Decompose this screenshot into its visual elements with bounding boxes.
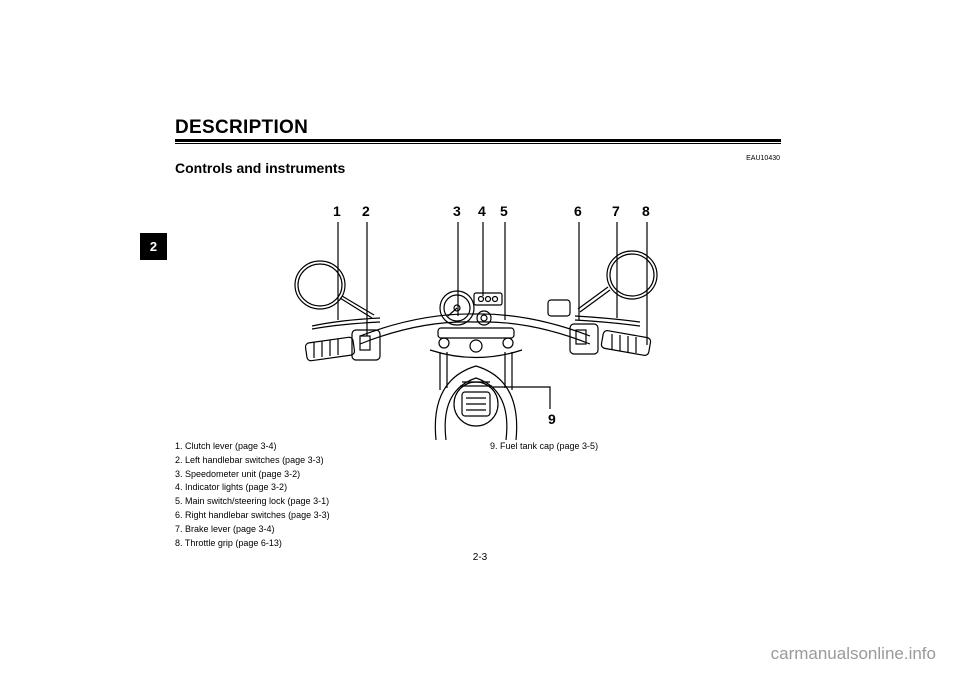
watermark-link[interactable]: carmanualsonline.info — [770, 644, 936, 663]
page-number: 2-3 — [472, 552, 488, 563]
legend-item: 5. Main switch/steering lock (page 3-1) — [175, 496, 330, 507]
callout-4: 4 — [478, 203, 486, 219]
header-rule — [175, 139, 781, 142]
legend-item: 4. Indicator lights (page 3-2) — [175, 482, 288, 493]
reference-code: EAU10430 — [746, 155, 780, 162]
page-header-title: DESCRIPTION — [175, 117, 309, 138]
legend-item: 3. Speedometer unit (page 3-2) — [175, 468, 301, 479]
callout-7: 7 — [612, 203, 620, 219]
section-title: Controls and instruments — [175, 160, 346, 176]
legend-item: 1. Clutch lever (page 3-4) — [175, 441, 277, 451]
legend-item: 6. Right handlebar switches (page 3-3) — [175, 509, 330, 520]
callout-3: 3 — [453, 203, 461, 219]
callout-2: 2 — [362, 203, 370, 219]
callout-8: 8 — [642, 203, 650, 219]
legend-item: 2. Left handlebar switches (page 3-3) — [175, 454, 324, 465]
legend-item: 9. Fuel tank cap (page 3-5) — [490, 441, 599, 451]
header-rule-thin — [175, 143, 781, 144]
legend-item: 8. Throttle grip (page 6-13) — [175, 537, 282, 548]
legend-item: 7. Brake lever (page 3-4) — [175, 523, 275, 534]
callout-9: 9 — [548, 411, 556, 427]
handlebar-illustration — [294, 222, 658, 441]
chapter-tab[interactable]: 2 — [140, 233, 167, 260]
callout-6: 6 — [574, 203, 582, 219]
legend-left: 1. Clutch lever (page 3-4) 2. Left handl… — [175, 440, 330, 550]
callout-5: 5 — [500, 203, 508, 219]
legend-right: 9. Fuel tank cap (page 3-5) — [490, 440, 598, 454]
callout-1: 1 — [333, 203, 341, 219]
